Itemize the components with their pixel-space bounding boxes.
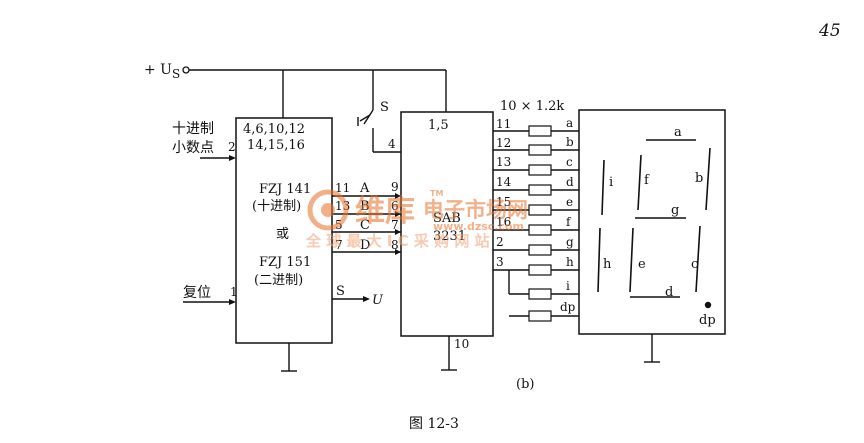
seg-pin-3: 3 (496, 255, 504, 269)
out-pin-11: 11 (335, 181, 350, 195)
switch-label: S (380, 100, 389, 115)
display-segments (597, 139, 712, 309)
seg-pin-11: 11 (496, 117, 511, 131)
decimal-pin: 2 (228, 140, 236, 154)
in-pin-9: 9 (391, 180, 399, 194)
disp-label-i: i (609, 175, 613, 190)
supply-label: + U (144, 62, 172, 78)
resistor-network (493, 125, 579, 322)
svg-text:维库: 维库 (355, 194, 415, 229)
switch-s (357, 95, 401, 153)
decimal-label1: 十进制 (172, 121, 214, 137)
reset-label: 复位 (183, 284, 211, 301)
page-number: 45 (818, 21, 841, 41)
svg-text:全 球 最 大 I C 采 购 网 站: 全 球 最 大 I C 采 购 网 站 (305, 232, 490, 250)
counter-ic-name1: FZJ 141 (259, 182, 311, 197)
disp-label-e: e (638, 257, 646, 272)
reset-pin: 1 (230, 285, 238, 299)
res-label-c: c (566, 155, 573, 169)
u-label: U (372, 293, 384, 308)
res-label-b: b (566, 135, 574, 149)
s-label: S (336, 284, 345, 299)
sub-caption: (b) (516, 377, 534, 392)
disp-label-c: c (691, 257, 698, 272)
svg-text:www.dzsc.com: www.dzsc.com (433, 220, 524, 233)
disp-label-b: b (695, 171, 703, 186)
watermark: 维库 电子市场网 TM www.dzsc.com 全 球 最 大 I C 采 购… (305, 189, 528, 250)
svg-text:电子市场网: 电子市场网 (423, 198, 528, 222)
res-label-i: i (566, 279, 570, 293)
res-label-h: h (566, 255, 574, 269)
disp-label-h: h (603, 257, 612, 272)
in-pin-7: 7 (391, 218, 399, 232)
decimal-point-dot (704, 301, 712, 309)
disp-label-a: a (674, 125, 682, 140)
disp-label-f: f (644, 173, 650, 188)
disp-label-d: d (665, 285, 673, 300)
resistor-label: 10 × 1.2k (500, 99, 564, 114)
seg-pin-2: 2 (496, 235, 504, 249)
display-box (578, 109, 726, 335)
in-pin-8: 8 (391, 238, 399, 252)
switch-pin: 4 (388, 137, 396, 151)
figure-caption: 图 12-3 (409, 416, 459, 432)
counter-ic-top-pins2: 14,15,16 (247, 138, 305, 153)
seg-pin-14: 14 (496, 175, 512, 189)
decoder-ic-name2: 3231 (433, 229, 466, 244)
out-name-c: C (360, 218, 370, 233)
seg-pin-12: 12 (496, 136, 511, 150)
seg-pin-15: 15 (496, 195, 511, 209)
counter-ic-or: 或 (276, 227, 289, 242)
decoder-ic-name1: SAB (433, 211, 461, 226)
decoder-ic-box (400, 111, 494, 337)
counter-ic-desc2: (二进制) (254, 273, 303, 288)
watermark-logo (307, 189, 349, 231)
res-label-a: a (566, 116, 573, 130)
out-name-a: A (359, 181, 370, 196)
counter-ic-top-pins: 4,6,10,12 (243, 122, 305, 137)
counter-ic-box (235, 117, 333, 344)
disp-label-dp: dp (699, 313, 716, 328)
res-label-e: e (566, 195, 573, 209)
seg-pin-13: 13 (496, 155, 511, 169)
counter-ic-desc1: (十进制) (252, 199, 301, 214)
decoder-ic-top-pins: 1,5 (428, 118, 449, 133)
in-pin-6a: 6 (391, 199, 399, 213)
gnd-pin-10: 10 (454, 337, 469, 351)
seg-pin-16: 16 (496, 215, 511, 229)
res-label-g: g (566, 235, 574, 249)
svg-text:TM: TM (430, 189, 443, 198)
res-label-f: f (566, 215, 572, 229)
counter-ic-name2: FZJ 151 (259, 255, 311, 270)
decimal-label2: 小数点 (172, 140, 214, 156)
disp-label-g: g (671, 203, 679, 218)
supply-subscript: S (172, 67, 180, 81)
res-label-d: d (566, 175, 574, 189)
out-pin-7: 7 (335, 238, 343, 252)
res-label-dp: dp (560, 300, 576, 314)
out-name-d: D (360, 238, 370, 253)
out-name-b: B (360, 199, 370, 214)
supply-terminal (182, 66, 190, 74)
